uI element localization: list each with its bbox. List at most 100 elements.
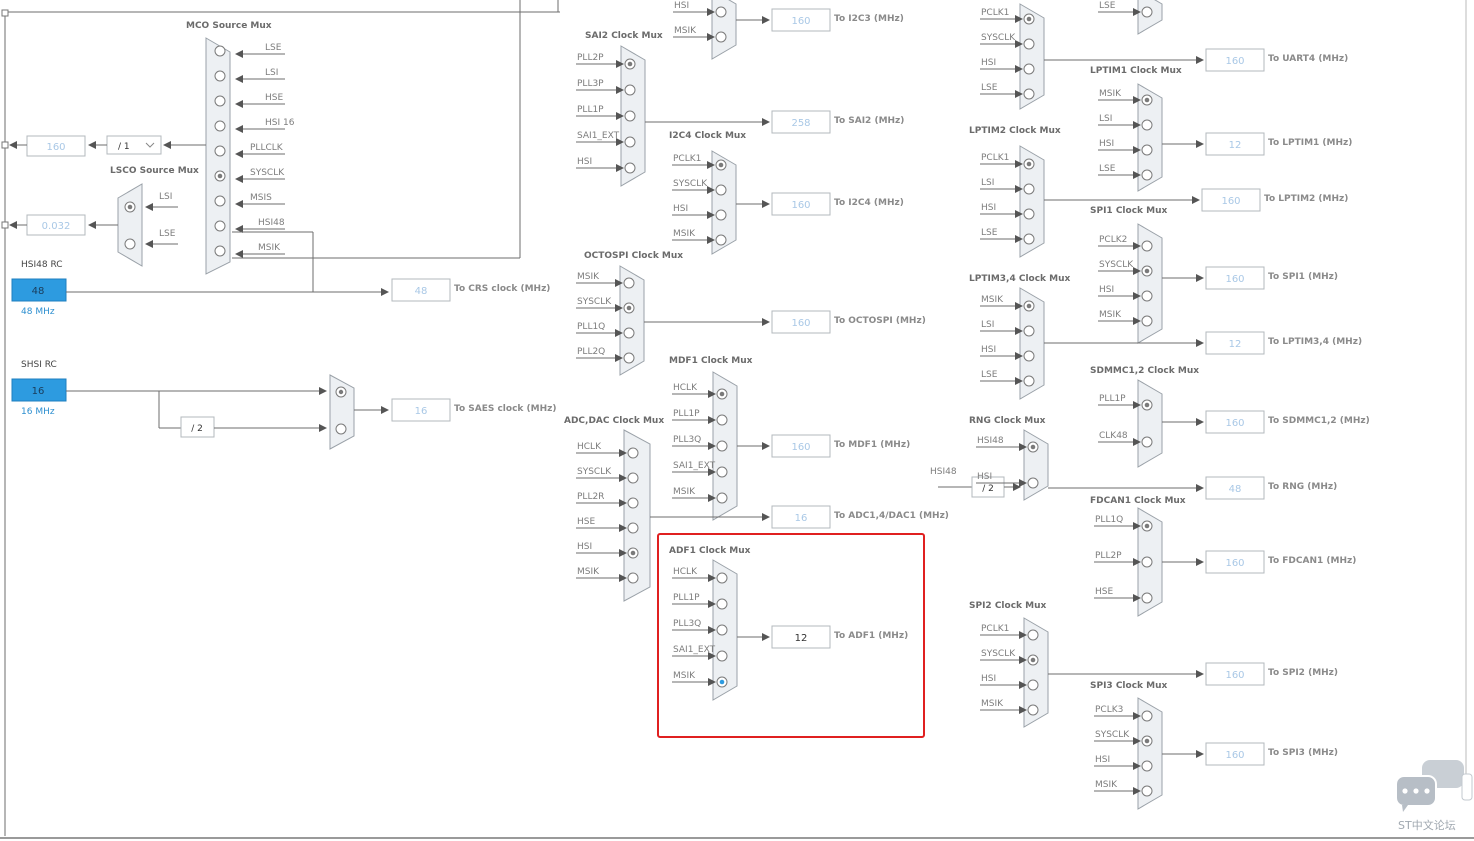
saes-clock-value-field[interactable] — [391, 398, 451, 422]
adcdac-input-radio[interactable] — [627, 472, 639, 484]
radio-selected-dot — [1030, 657, 1036, 663]
sdmmc-input-radio[interactable] — [1141, 436, 1153, 448]
adf1-output-value-field[interactable] — [771, 625, 831, 649]
lptim34-input-radio[interactable] — [1023, 350, 1035, 362]
spi1-input-radio[interactable] — [1141, 315, 1153, 327]
mdf1-input-radio[interactable] — [716, 414, 728, 426]
fdcan1-input-radio[interactable] — [1141, 592, 1153, 604]
radio-selected-dot — [1030, 444, 1036, 450]
shsi-rc-title: SHSI RC — [21, 360, 57, 370]
adcdac-input-radio[interactable] — [627, 522, 639, 534]
adf1-input-label: SAI1_EXT — [673, 645, 716, 655]
fdcan1-output-value-field[interactable] — [1205, 550, 1265, 574]
fdcan1-input-radio[interactable] — [1141, 556, 1153, 568]
mco-input-radio[interactable] — [214, 220, 226, 232]
adf1-input-radio[interactable] — [716, 624, 728, 636]
lptim1-input-label: HSI — [1099, 139, 1114, 149]
saes-mux-radio-shsi-div2[interactable] — [335, 423, 347, 435]
lptim34-input-radio[interactable] — [1023, 375, 1035, 387]
spi2-input-radio[interactable] — [1027, 679, 1039, 691]
mco-input-radio[interactable] — [214, 70, 226, 82]
mdf1-output-value-field[interactable] — [771, 434, 831, 458]
i2c3-output-value-field[interactable] — [771, 8, 831, 32]
i2c4-output-value-field[interactable] — [771, 192, 831, 216]
octospi-input-radio[interactable] — [623, 277, 635, 289]
mco-input-radio[interactable] — [214, 45, 226, 57]
lsco-input-radio[interactable] — [124, 238, 136, 250]
lptim1-input-radio[interactable] — [1141, 119, 1153, 131]
spi1-output-value-field[interactable] — [1205, 266, 1265, 290]
lptim1-input-radio[interactable] — [1141, 169, 1153, 181]
hsi48-rc-value-field[interactable] — [11, 278, 67, 302]
octospi-mux-body — [619, 265, 645, 376]
spi3-input-radio[interactable] — [1141, 785, 1153, 797]
uart4-input-radio[interactable] — [1023, 63, 1035, 75]
uart4-mux-body — [1019, 3, 1045, 110]
spi2-output-value-field[interactable] — [1205, 662, 1265, 686]
mdf1-input-radio[interactable] — [716, 466, 728, 478]
spi2-input-radio[interactable] — [1027, 704, 1039, 716]
uart4-output-value-field[interactable] — [1205, 48, 1265, 72]
spi3-input-radio[interactable] — [1141, 760, 1153, 772]
adf1-input-radio[interactable] — [716, 572, 728, 584]
mco-output-value-field[interactable] — [26, 135, 86, 157]
lptim2-input-radio[interactable] — [1023, 233, 1035, 245]
spi3-input-radio[interactable] — [1141, 710, 1153, 722]
i2c4-input-radio[interactable] — [715, 234, 727, 246]
octospi-input-radio[interactable] — [623, 352, 635, 364]
octospi-input-radio[interactable] — [623, 327, 635, 339]
lptim2-input-radio[interactable] — [1023, 183, 1035, 195]
i2c4-input-radio[interactable] — [715, 209, 727, 221]
sdmmc-output-value-field[interactable] — [1205, 410, 1265, 434]
spi2-input-radio[interactable] — [1027, 629, 1039, 641]
i2c3-input-radio[interactable] — [715, 6, 727, 18]
adcdac-input-radio[interactable] — [627, 447, 639, 459]
adcdac-input-radio[interactable] — [627, 497, 639, 509]
crs-clock-label: To CRS clock (MHz) — [454, 284, 550, 294]
adcdac-output-value-field[interactable] — [771, 505, 831, 529]
octospi-clock-mux: OCTOSPI Clock MuxMSIKSYSCLKPLL1QPLL2Q160… — [576, 251, 926, 376]
sai2-output-value-field[interactable] — [771, 110, 831, 134]
rng-output-value-field[interactable] — [1205, 476, 1265, 500]
i2c4-input-radio[interactable] — [715, 184, 727, 196]
i2c3-input-radio[interactable] — [715, 31, 727, 43]
spi1-input-radio[interactable] — [1141, 240, 1153, 252]
mco-input-radio[interactable] — [214, 245, 226, 257]
lptim34-input-radio[interactable] — [1023, 325, 1035, 337]
adf1-input-radio[interactable] — [716, 650, 728, 662]
lptim1-output-label: To LPTIM1 (MHz) — [1268, 138, 1352, 148]
sai2-input-radio[interactable] — [624, 162, 636, 174]
mdf1-input-radio[interactable] — [716, 492, 728, 504]
lptim2-output-label: To LPTIM2 (MHz) — [1264, 194, 1348, 204]
spi3-input-label: SYSCLK — [1095, 730, 1130, 740]
spi1-mux-body — [1137, 223, 1163, 344]
adcdac-input-label: HSI — [577, 542, 592, 552]
mco-input-radio[interactable] — [214, 120, 226, 132]
lptim1-input-radio[interactable] — [1141, 144, 1153, 156]
lptim2-output-value-field[interactable] — [1201, 188, 1261, 212]
mco-input-radio[interactable] — [214, 145, 226, 157]
rng-input-radio[interactable] — [1027, 477, 1039, 489]
octospi-output-value-field[interactable] — [771, 310, 831, 334]
mco-divider-select[interactable] — [106, 135, 162, 155]
sai2-input-radio[interactable] — [624, 110, 636, 122]
mco-input-radio[interactable] — [214, 95, 226, 107]
sai2-input-radio[interactable] — [624, 84, 636, 96]
crs-clock-value-field[interactable] — [391, 278, 451, 302]
mdf1-input-radio[interactable] — [716, 440, 728, 452]
spi1-input-radio[interactable] — [1141, 290, 1153, 302]
shsi-rc-value-field[interactable] — [11, 378, 67, 402]
sai2-input-radio[interactable] — [624, 136, 636, 148]
shsi-divider[interactable] — [180, 416, 215, 438]
mco-input-radio[interactable] — [214, 195, 226, 207]
adcdac-input-radio[interactable] — [627, 572, 639, 584]
lptim2-input-radio[interactable] — [1023, 208, 1035, 220]
spi3-output-value-field[interactable] — [1205, 742, 1265, 766]
lptim34-output-value-field[interactable] — [1205, 331, 1265, 355]
uart4-input-radio[interactable] — [1023, 88, 1035, 100]
lptim1-output-value-field[interactable] — [1205, 132, 1265, 156]
adf1-input-radio[interactable] — [716, 598, 728, 610]
uart4-input-radio[interactable] — [1023, 38, 1035, 50]
top_right-input-radio[interactable] — [1141, 6, 1153, 18]
